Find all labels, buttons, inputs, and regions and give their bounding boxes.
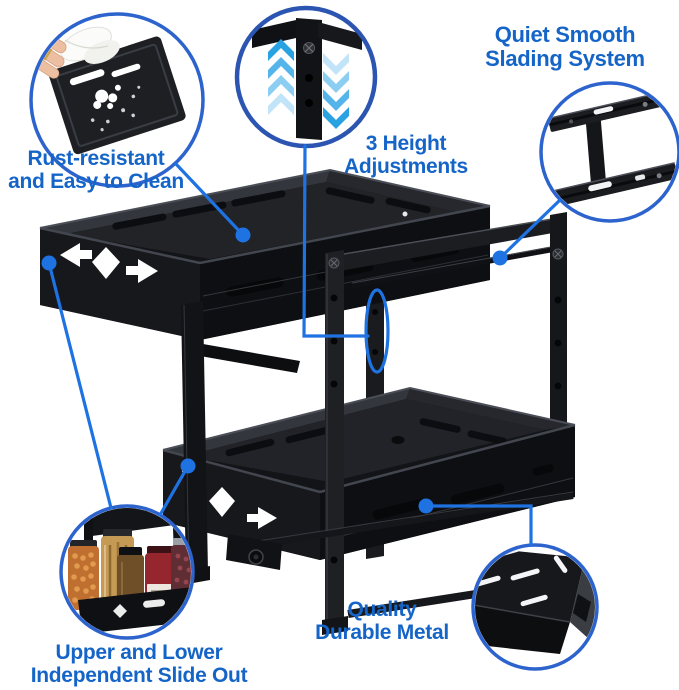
height-adjustments-label: 3 Height Adjustments [316,132,496,178]
rust-resistant-label: Rust-resistant and Easy to Clean [1,147,191,193]
lower-tray-wall-slots [324,464,574,541]
screw-highlight [402,211,408,217]
frame-front-post [325,250,344,625]
callout-line-metal [424,504,533,547]
rust-resistant-label-line2: and Easy to Clean [8,170,184,193]
independent-slide-out-label-line2: Independent Slide Out [30,664,248,687]
jar-front-spice [117,547,144,605]
callout-dot-clean [235,227,251,243]
sliding-system-label-line1: Quiet Smooth [494,22,636,47]
slide-callout-photo [543,89,677,210]
callout-dot-metal [418,498,434,514]
callout-line-independent-upper [47,261,113,510]
jar-orange-balls [68,540,99,610]
cloth-icon [60,26,120,64]
sliding-system-label-line2: Slading System [485,46,645,71]
lower-tray-floor-slots [225,418,507,457]
upper-slide-rail [200,344,300,373]
soap-foam [93,84,121,110]
upper-tray-floor-slots [112,187,431,230]
adjustment-holes-highlight [364,288,390,374]
upper-tray-cutouts [60,243,158,283]
callout-dot-independent-lower [180,458,196,474]
height-adjustments-label-line2: Adjustments [344,155,468,178]
callout-line-independent-lower [158,464,190,517]
height-adjustments-label-line1: 3 Height [365,132,447,155]
independent-slide-out-label: Upper and Lower Independent Slide Out [8,641,270,687]
callout-line-height [302,144,370,338]
callout-connectors [47,144,562,547]
callout-dots [41,227,508,514]
durable-metal-label-line2: Durable Metal [315,621,449,644]
jars-callout [59,504,195,640]
independent-slide-out-label-line1: Upper and Lower [55,641,223,664]
chevron-down-icons [323,53,349,129]
chevron-up-icons [268,39,294,115]
height-callout-photo [252,18,362,140]
callout-dot-slide [492,250,508,266]
rust-resistant-label-line1: Rust-resistant [27,147,165,170]
lower-tray [162,386,576,560]
callout-line-slide [498,198,562,260]
product-two-tier-organizer [39,168,576,635]
callout-line-clean [174,162,245,237]
durable-metal-label-line1: Quality [347,598,417,621]
water-droplets [90,85,141,132]
durable-metal-label: Quality Durable Metal [287,598,477,644]
lower-rail-icon [543,162,677,210]
height-callout [234,5,378,149]
callout-dot-independent-upper [41,255,57,271]
sliding-system-label: Quiet Smooth Slading System [467,23,663,71]
frame-left-leg [181,301,210,585]
slide-callout [539,81,679,223]
